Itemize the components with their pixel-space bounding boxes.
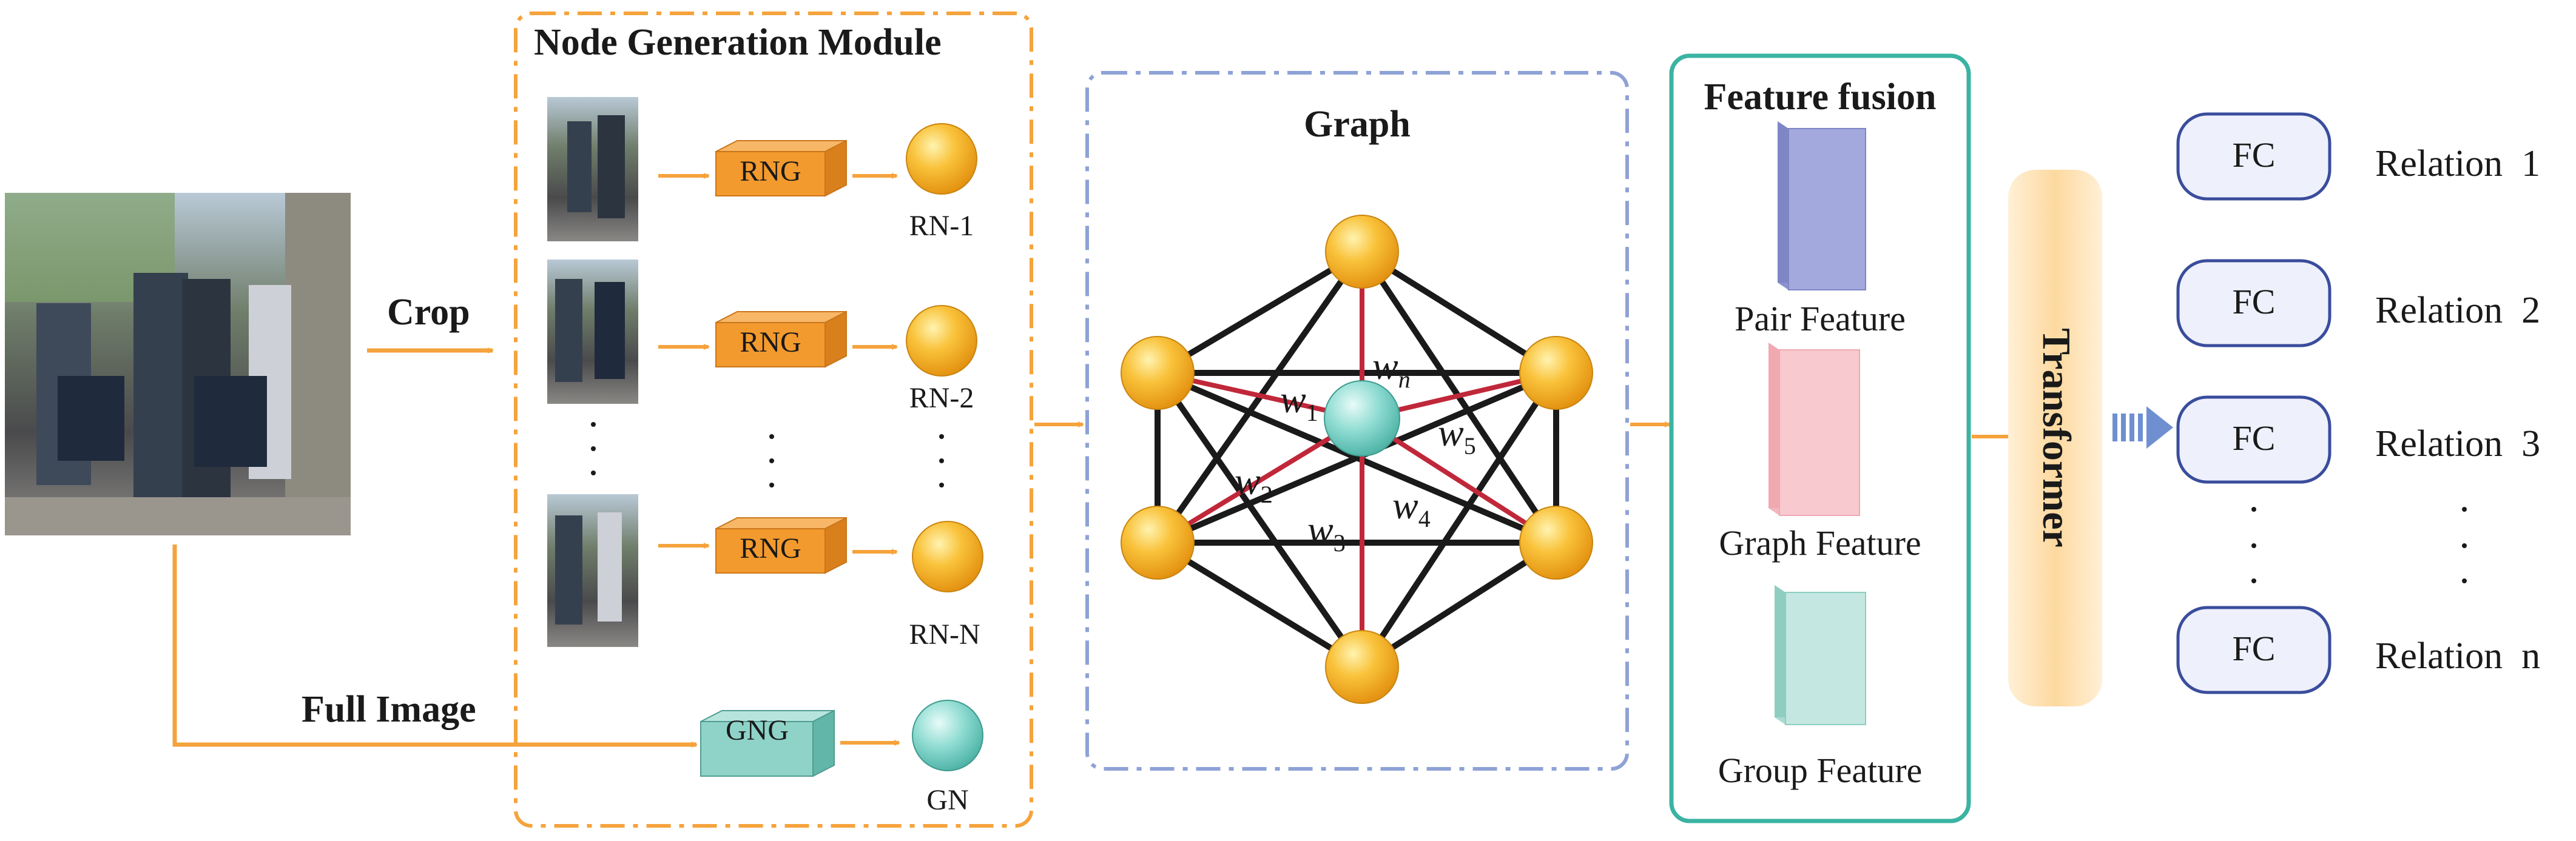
pair-feature-plate <box>1778 121 1866 290</box>
relation-node-n <box>912 521 983 592</box>
crop-thumbnail-1 <box>547 97 638 241</box>
fc-label-3: FC <box>2233 418 2276 458</box>
graph-node-center <box>1324 380 1400 457</box>
rng-label-1: RNG <box>740 155 801 187</box>
graph-node-bottom <box>1325 630 1399 704</box>
fc-label-n: FC <box>2233 629 2276 668</box>
graph-node-lower-right <box>1519 506 1593 580</box>
crop-thumbnail-2 <box>547 260 638 404</box>
rng-box-n: RNG <box>715 517 847 574</box>
rng-label-2: RNG <box>740 326 801 358</box>
relation-label-2: Relation 2 <box>2375 290 2540 331</box>
feature-fusion-box <box>1669 53 1971 823</box>
group-feature-plate <box>1775 585 1866 725</box>
fc-ellipsis <box>2251 507 2467 583</box>
node-module-title: Node Generation Module <box>534 22 942 63</box>
pair-feature-label: Pair Feature <box>1735 299 1906 338</box>
rng-to-node-arrows <box>840 173 900 746</box>
fc-label-2: FC <box>2233 282 2276 321</box>
thumb-to-rng-arrows <box>658 173 710 549</box>
rn1-label: RN-1 <box>909 210 974 242</box>
graph-ellipsis <box>1554 427 1559 477</box>
weight-w5: w5 <box>1438 411 1476 460</box>
fc-head-2: FC <box>2176 259 2332 347</box>
weight-w3: w3 <box>1307 508 1346 557</box>
group-node <box>912 700 983 771</box>
crop-thumbnail-n <box>547 494 638 647</box>
graph-feature-label: Graph Feature <box>1719 523 1921 563</box>
rng-label-n: RNG <box>740 532 801 565</box>
group-feature-label: Group Feature <box>1718 751 1923 790</box>
input-image <box>5 193 351 535</box>
fusion-title: Feature fusion <box>1704 76 1937 118</box>
gng-label: GNG <box>726 714 789 746</box>
fc-head-1: FC <box>2176 112 2332 201</box>
ellipsis-dots <box>591 422 944 488</box>
relation-label-n: Relation n <box>2375 635 2540 677</box>
relation-node-2 <box>906 305 977 377</box>
relation-node-1 <box>906 123 977 195</box>
gn-label: GN <box>926 784 968 816</box>
node-generation-module-box <box>514 12 1033 828</box>
weight-w4: w4 <box>1392 484 1431 532</box>
transformer-to-fc-arrow <box>2112 406 2173 449</box>
fc-head-3: FC <box>2176 395 2332 484</box>
weight-wn: wn <box>1372 344 1411 393</box>
weight-w2: w2 <box>1235 460 1273 508</box>
transformer-label: Transformer <box>2034 328 2079 548</box>
crop-label: Crop <box>387 292 470 333</box>
graph-node-upper-left <box>1121 336 1195 410</box>
rng-box-2: RNG <box>715 310 847 368</box>
weight-w1: w1 <box>1280 378 1318 426</box>
graph-feature-plate <box>1768 343 1860 516</box>
transformer-block <box>2008 170 2102 706</box>
full-image-arrow <box>172 544 698 748</box>
rn2-label: RN-2 <box>909 382 974 414</box>
graph-node-lower-left <box>1121 506 1195 580</box>
fc-label-1: FC <box>2233 135 2276 175</box>
relation-label-1: Relation 1 <box>2375 143 2540 184</box>
graph-node-upper-right <box>1519 336 1593 410</box>
graph-title: Graph <box>1304 104 1411 145</box>
graph-box <box>1085 71 1629 771</box>
graph-black-edges <box>1155 248 1559 671</box>
graph-node-top <box>1325 215 1399 289</box>
rnN-label: RN-N <box>909 618 980 651</box>
gng-box: GNG <box>700 709 835 777</box>
full-image-label: Full Image <box>302 689 476 730</box>
rng-box-1: RNG <box>715 139 847 197</box>
relation-label-3: Relation 3 <box>2375 423 2540 464</box>
fc-head-n: FC <box>2176 606 2332 694</box>
